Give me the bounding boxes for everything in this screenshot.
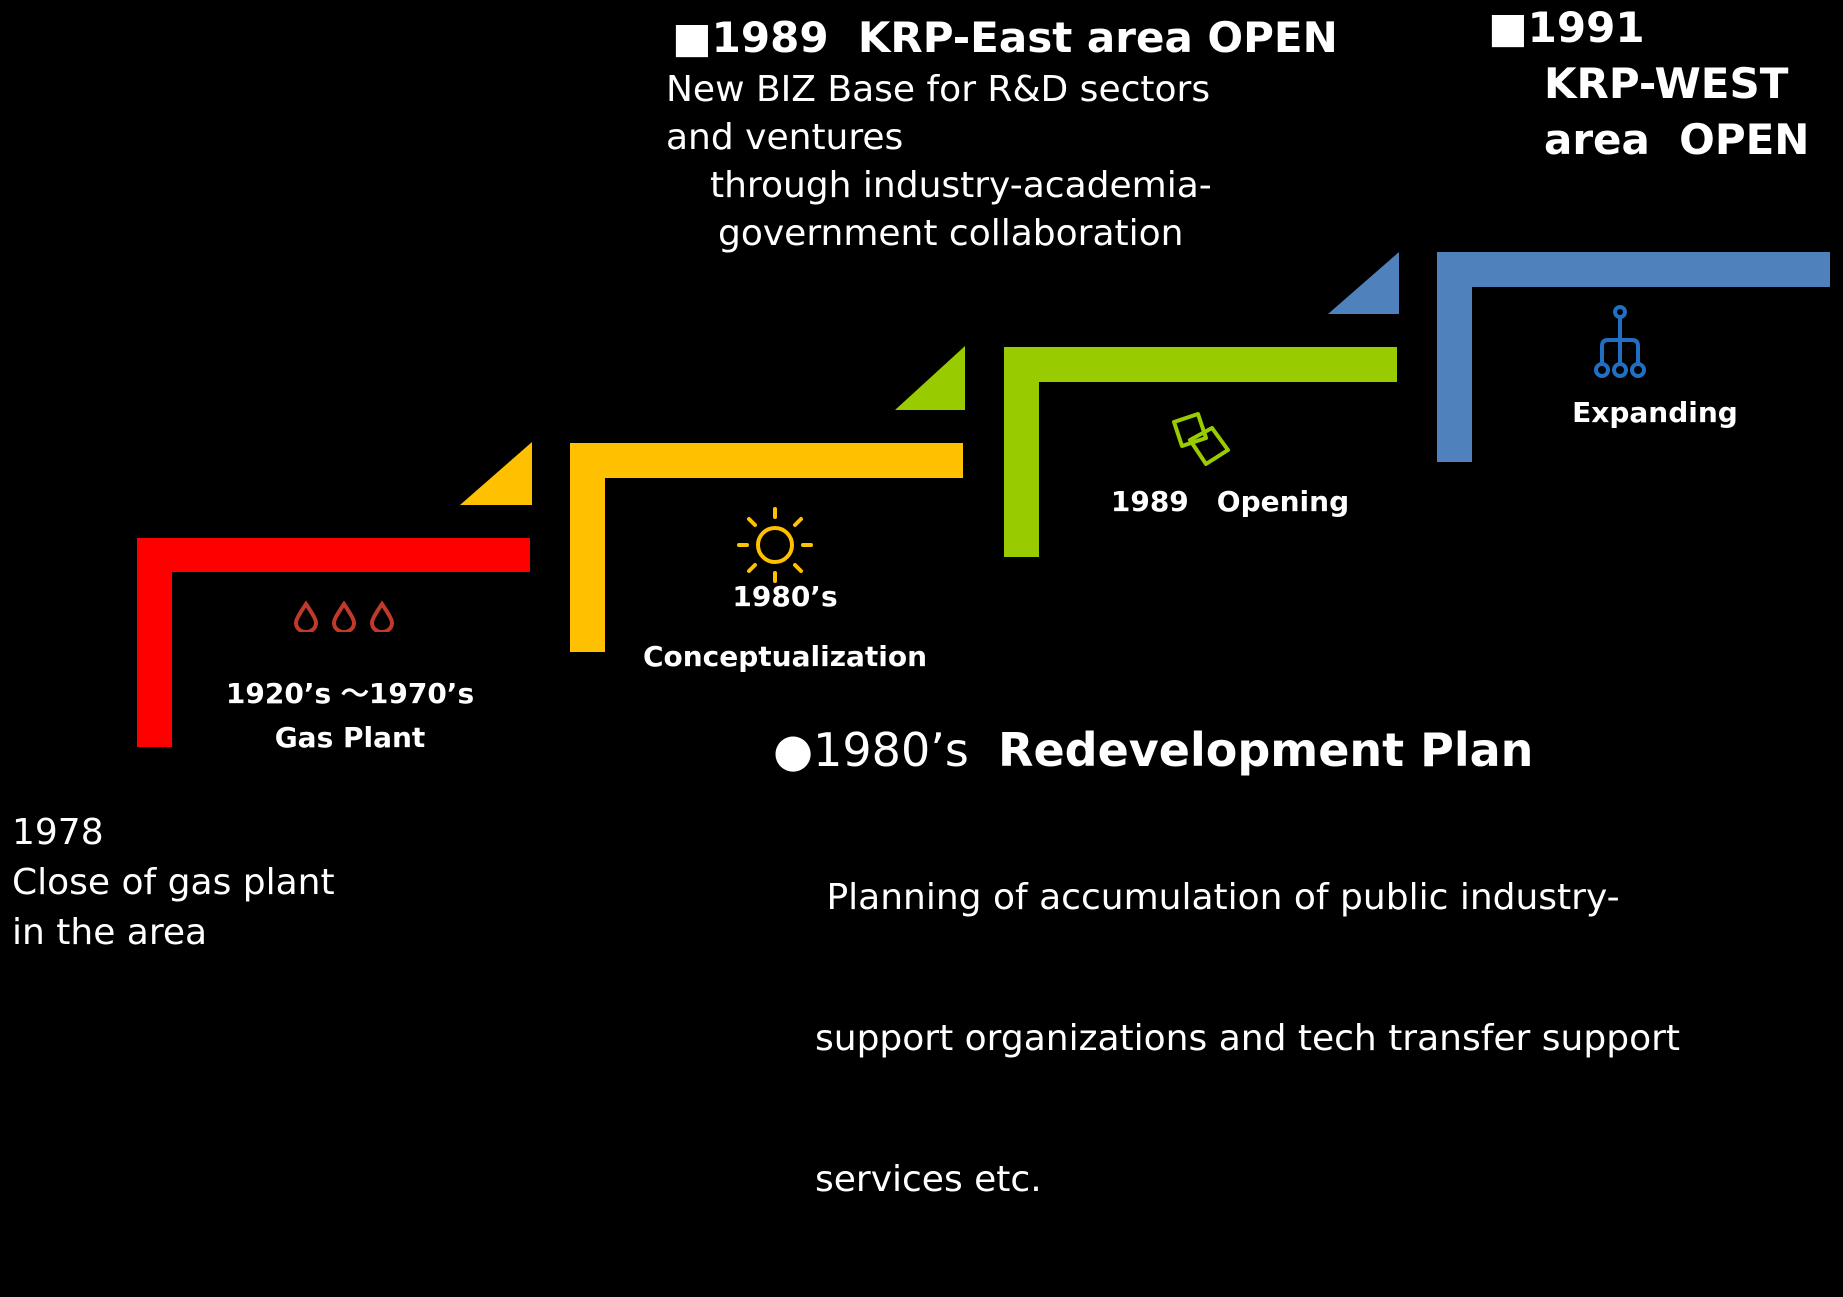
squares-icon — [1172, 412, 1230, 466]
redevelopment-line2: support organizations and tech transfer … — [815, 1018, 1681, 1059]
step-conceptualization-title: Conceptualization — [642, 640, 928, 673]
krp-east-body: New BIZ Base for R&D sectors and venture… — [666, 66, 1338, 258]
bullet-icon: ● — [773, 723, 814, 777]
krp-east-line4: government collaboration — [718, 213, 1184, 254]
step-conceptualization-shape — [570, 443, 963, 652]
close-gas-plant-note: 1978 Close of gas plant in the area — [12, 808, 335, 958]
step-expanding-shape — [1437, 252, 1830, 462]
redevelopment-plan-note: ●1980’s Redevelopment Plan Planning of a… — [773, 720, 1680, 1297]
redevelopment-title: Redevelopment Plan — [998, 723, 1534, 777]
krp-west-line2: KRP-WEST — [1544, 59, 1789, 108]
redevelopment-year: 1980’s — [813, 723, 969, 777]
step-opening-label: 1989 Opening — [1110, 485, 1350, 518]
hierarchy-icon — [1594, 305, 1646, 378]
sun-icon — [737, 507, 813, 583]
step-gas-plant-shape — [137, 538, 530, 747]
krp-west-line3: area OPEN — [1544, 115, 1810, 164]
step-gas-plant-arrow — [460, 442, 532, 505]
krp-east-line1: New BIZ Base for R&D sectors — [666, 69, 1211, 110]
redevelopment-line1: Planning of accumulation of public indus… — [815, 877, 1620, 918]
redevelopment-heading: ●1980’s Redevelopment Plan — [773, 720, 1680, 780]
step-conceptualization-years: 1980’s — [732, 580, 838, 613]
krp-west-line1: ■1991 — [1488, 3, 1645, 52]
step-conceptualization-label: 1980’s Conceptualization — [615, 575, 955, 679]
step-expanding-label: Expanding — [1572, 396, 1738, 429]
krp-east-title: ■1989 KRP-East area OPEN — [672, 13, 1338, 62]
close-line2: in the area — [12, 912, 208, 953]
redevelopment-line3: services etc. — [815, 1159, 1042, 1200]
close-line1: Close of gas plant — [12, 862, 335, 903]
step-gas-plant-title: Gas Plant — [274, 721, 426, 754]
step-conceptualization-arrow — [895, 346, 965, 410]
drops-icon — [293, 600, 395, 632]
krp-east-line3: through industry-academia- — [710, 165, 1212, 206]
staircase-diagram — [137, 252, 1830, 747]
krp-west-note: ■1991 KRP-WEST area OPEN — [1488, 0, 1809, 168]
close-year: 1978 — [12, 812, 104, 853]
step-opening-shape — [1004, 347, 1397, 557]
krp-east-note: ■1989 KRP-East area OPEN New BIZ Base fo… — [666, 10, 1338, 258]
redevelopment-body: Planning of accumulation of public indus… — [815, 780, 1680, 1297]
step-gas-plant-label: 1920’s ～1970’s Gas Plant — [190, 672, 510, 760]
step-gas-plant-years: 1920’s ～1970’s — [225, 677, 475, 710]
step-opening-arrow — [1328, 252, 1399, 314]
krp-east-line2: and ventures — [666, 117, 904, 158]
